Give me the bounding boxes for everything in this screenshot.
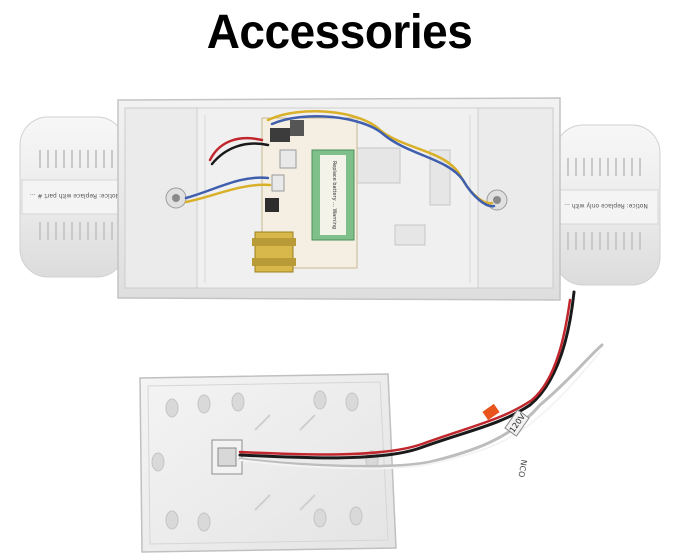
left-endcap-notice: Notice: Replace with part # ... [30,192,120,199]
battery-pack: Replace battery ... Warning [311,149,355,241]
wire-tags: 120V NCO [482,403,530,478]
supply-wires [238,290,604,470]
left-lamp-head: Notice: Replace with part # ... [19,116,126,278]
transformer [252,231,296,273]
right-endcap-notice: Notice: Replace only with ... [564,202,648,209]
internal-wiring [184,110,496,208]
wire-tag-neutral: NCO [516,459,528,478]
battery-warning-label: Replace battery ... Warning [331,161,337,229]
right-lamp-head: Notice: Replace only with ... [554,124,661,286]
page-title: Accessories [206,3,473,59]
